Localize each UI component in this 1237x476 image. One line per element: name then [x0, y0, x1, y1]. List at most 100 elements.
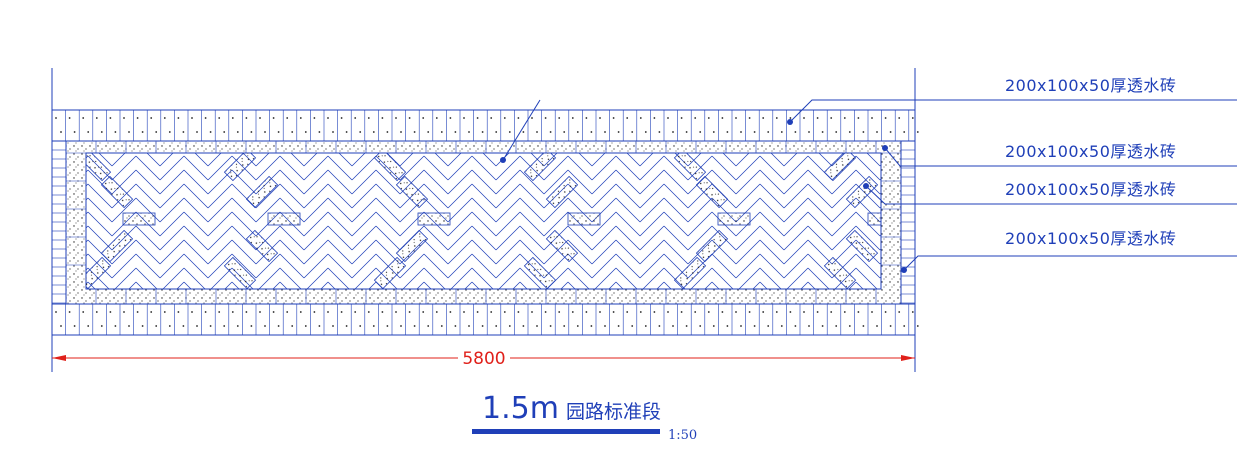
herringbone-joint — [592, 324, 616, 348]
outer-band-dot — [327, 311, 329, 313]
outer-band-dot — [191, 311, 193, 313]
outer-band-dot — [359, 131, 362, 133]
herringbone-joint — [471, 267, 494, 289]
outer-band-dot — [440, 131, 443, 133]
herringbone-joint — [639, 153, 654, 167]
herringbone-joint — [328, 310, 352, 334]
outer-band-dot — [60, 325, 62, 327]
accent-brick-body — [245, 229, 279, 263]
outer-band-dot — [544, 311, 547, 313]
herringbone-joint — [736, 114, 760, 138]
herringbone-joint — [159, 155, 185, 181]
callout-label-2: 200x100x50厚透水砖 — [1005, 142, 1176, 161]
herringbone-joint — [351, 153, 366, 167]
outer-band-dot — [141, 325, 144, 327]
outer-band-dot — [653, 311, 656, 313]
outer-band-dot — [835, 325, 838, 327]
herringbone-joint — [231, 211, 257, 237]
outer-band-dot — [163, 311, 166, 313]
herringbone-joint — [194, 153, 209, 167]
outer-band-dot — [454, 131, 457, 133]
side-paver-course — [52, 140, 915, 304]
herringbone-joint — [615, 281, 624, 289]
outer-band-dot — [231, 311, 234, 313]
herringbone-joint — [759, 183, 785, 209]
herringbone-joint — [423, 155, 449, 181]
herringbone-joint — [928, 268, 952, 292]
herringbone-joint — [928, 254, 952, 278]
herringbone-joint — [231, 239, 257, 265]
herringbone-joint — [663, 281, 672, 289]
outer-band-dot — [843, 117, 846, 119]
herringbone-joint — [711, 155, 737, 181]
herringbone-joint — [351, 169, 377, 195]
herringbone-joint — [976, 128, 1000, 152]
herringbone-joint — [567, 225, 593, 251]
accent-brick-body — [100, 229, 134, 263]
herringbone-joint — [783, 225, 809, 251]
callout-leader-dot — [901, 267, 907, 273]
herringbone-joint — [328, 324, 352, 348]
outer-band-dot — [304, 325, 307, 327]
herringbone-joint — [642, 267, 665, 289]
herringbone-joint — [64, 324, 88, 348]
outer-band-dot — [740, 131, 742, 133]
outer-band-dot — [435, 311, 438, 313]
outer-band-dot — [177, 117, 180, 119]
outer-band-dot — [82, 117, 85, 119]
herringbone-joint — [471, 211, 497, 237]
herringbone-field — [85, 152, 882, 290]
herringbone-joint — [496, 310, 520, 334]
herringbone-joint — [375, 211, 401, 237]
herringbone-joint — [786, 267, 809, 289]
herringbone-joint — [831, 183, 857, 209]
herringbone-joint — [808, 310, 832, 334]
herringbone-joint — [327, 197, 353, 223]
herringbone-joint — [591, 183, 617, 209]
herringbone-joint — [928, 170, 952, 194]
herringbone-joint — [928, 338, 952, 362]
herringbone-joint — [304, 114, 328, 138]
herringbone-joint — [952, 100, 976, 124]
accent-brick-body — [845, 229, 879, 263]
herringbone-joint — [328, 100, 352, 124]
outer-band-dot — [332, 325, 334, 327]
outer-band-dot — [318, 325, 321, 327]
herringbone-joint — [135, 239, 161, 265]
outer-band-dot — [794, 131, 797, 133]
accent-brick — [223, 256, 257, 289]
herringbone-joint — [303, 197, 329, 223]
accent-brick — [845, 229, 879, 263]
herringbone-joint — [615, 211, 641, 237]
herringbone-joint — [87, 211, 113, 237]
herringbone-joint — [759, 239, 785, 265]
outer-band-dot — [508, 325, 511, 327]
outer-band-dot — [340, 311, 343, 313]
herringbone-joint — [976, 296, 1000, 320]
outer-band-dot — [816, 311, 819, 313]
herringbone-joint — [952, 296, 976, 320]
outer-band-dot — [68, 311, 71, 313]
herringbone-joint — [327, 267, 350, 289]
outer-band-dot — [372, 325, 375, 327]
outer-band-dot — [803, 311, 805, 313]
herringbone-joint — [207, 239, 233, 265]
outer-band-dot — [794, 325, 797, 327]
herringbone-joint — [304, 324, 328, 348]
herringbone-joint — [135, 253, 161, 279]
herringbone-joint — [207, 211, 233, 237]
herringbone-joint — [303, 155, 329, 181]
herringbone-joint — [567, 155, 593, 181]
herringbone-joint — [615, 183, 641, 209]
herringbone-joint — [183, 225, 209, 251]
herringbone-joint — [615, 197, 641, 223]
outer-band-dot — [762, 117, 765, 119]
herringbone-joint — [471, 169, 497, 195]
accent-brick-body — [695, 175, 729, 209]
outer-band-dot — [871, 311, 873, 313]
herringbone-joint — [568, 100, 592, 124]
herringbone-joint — [519, 239, 545, 265]
outer-band-dot — [345, 325, 348, 327]
herringbone-joint — [687, 225, 713, 251]
herringbone-joint — [952, 310, 976, 334]
